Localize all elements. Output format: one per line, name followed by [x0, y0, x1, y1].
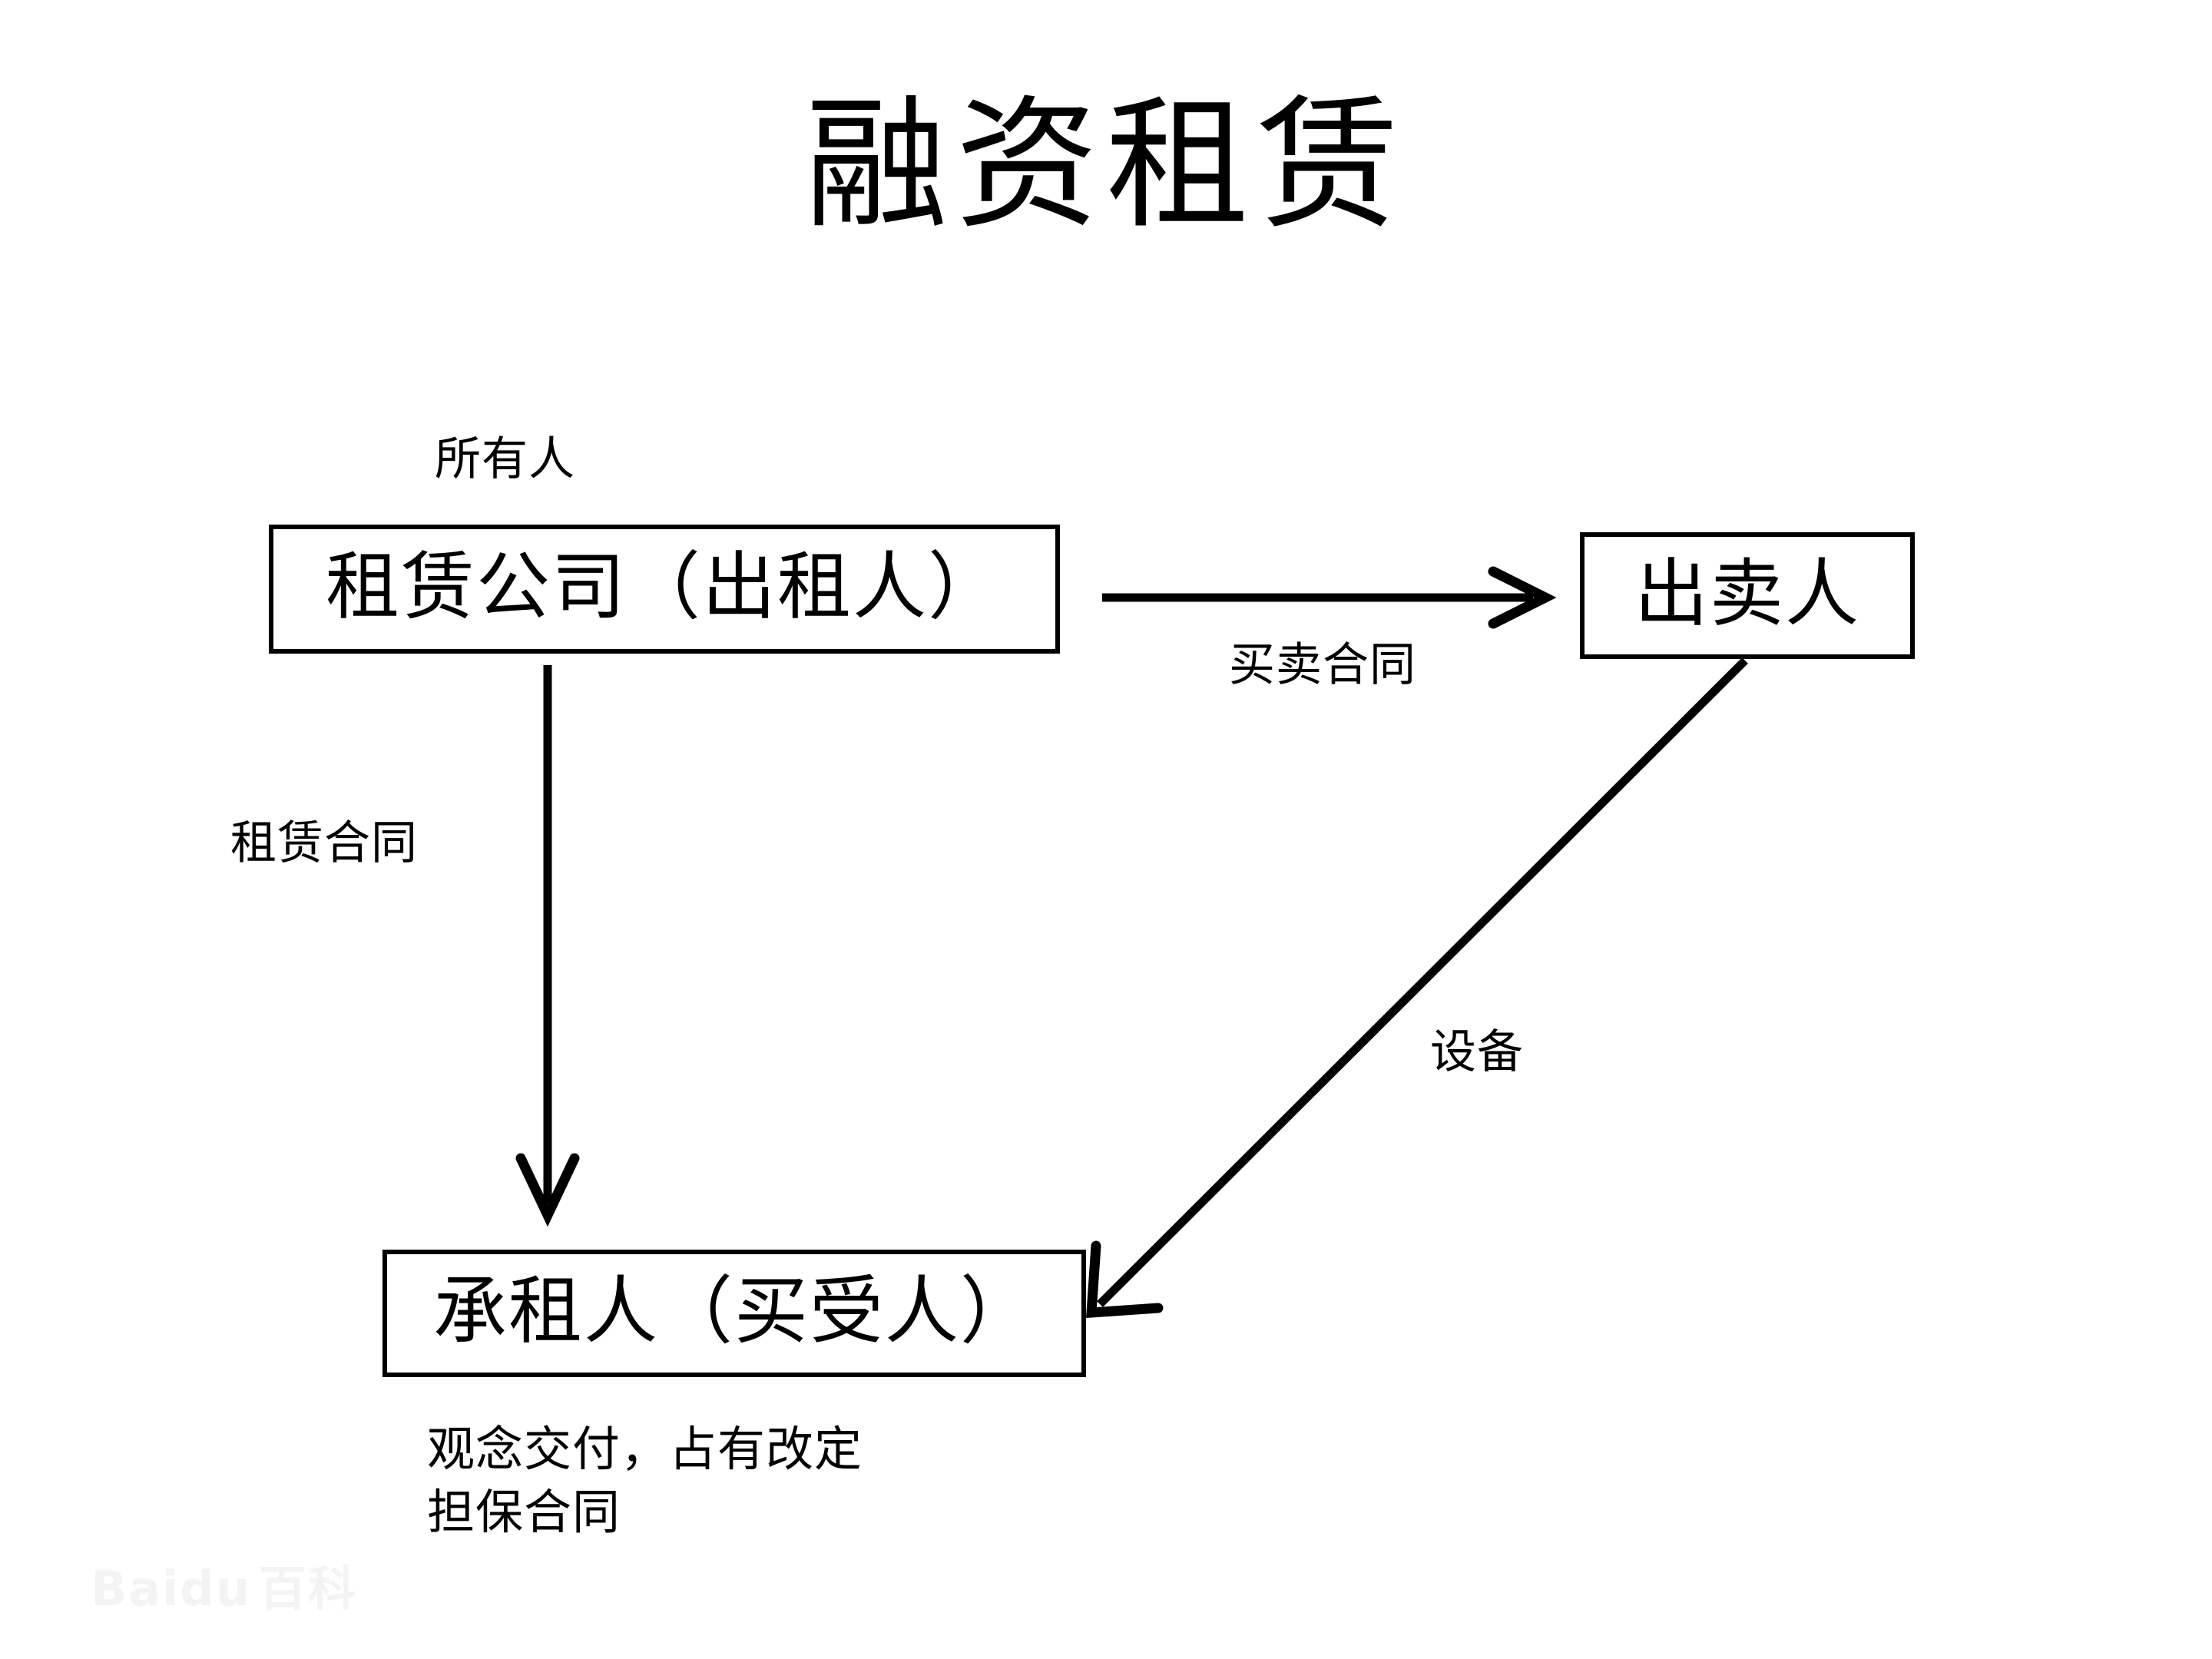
owner-label: 所有人 — [435, 432, 575, 486]
node-lessee-label: 承租人（买受人） — [433, 1268, 1035, 1354]
node-lessor-label: 租赁公司（出租人） — [326, 544, 1003, 630]
lease-contract-arrow — [515, 665, 580, 1227]
lease-contract-label: 租赁合同 — [230, 816, 418, 870]
lessee-caption-block: 观念交付，占有改定 担保合同 — [427, 1418, 863, 1544]
equipment-arrow-line — [1097, 657, 1748, 1307]
watermark-suffix: 百科 — [258, 1561, 357, 1617]
lessee-caption-line-1: 观念交付，占有改定 — [427, 1421, 863, 1477]
lessee-caption-line-2: 担保合同 — [427, 1483, 621, 1540]
watermark-brand: Baidu — [91, 1561, 251, 1617]
node-lessee[interactable]: 承租人（买受人） — [382, 1250, 1086, 1377]
node-seller[interactable]: 出卖人 — [1580, 532, 1915, 659]
equipment-arrow — [1086, 657, 1748, 1318]
equipment-arrowhead — [1086, 1240, 1164, 1318]
equipment-label: 设备 — [1430, 1025, 1524, 1079]
page-title: 融资租赁 — [804, 81, 1407, 248]
sales-contract-arrowhead — [1488, 566, 1557, 629]
node-lessor[interactable]: 租赁公司（出租人） — [269, 525, 1060, 654]
node-seller-label: 出卖人 — [1634, 550, 1860, 637]
sales-contract-arrow — [1102, 566, 1557, 629]
sales-contract-label: 买卖合同 — [1229, 638, 1416, 692]
lease-contract-arrowhead — [515, 1153, 580, 1227]
